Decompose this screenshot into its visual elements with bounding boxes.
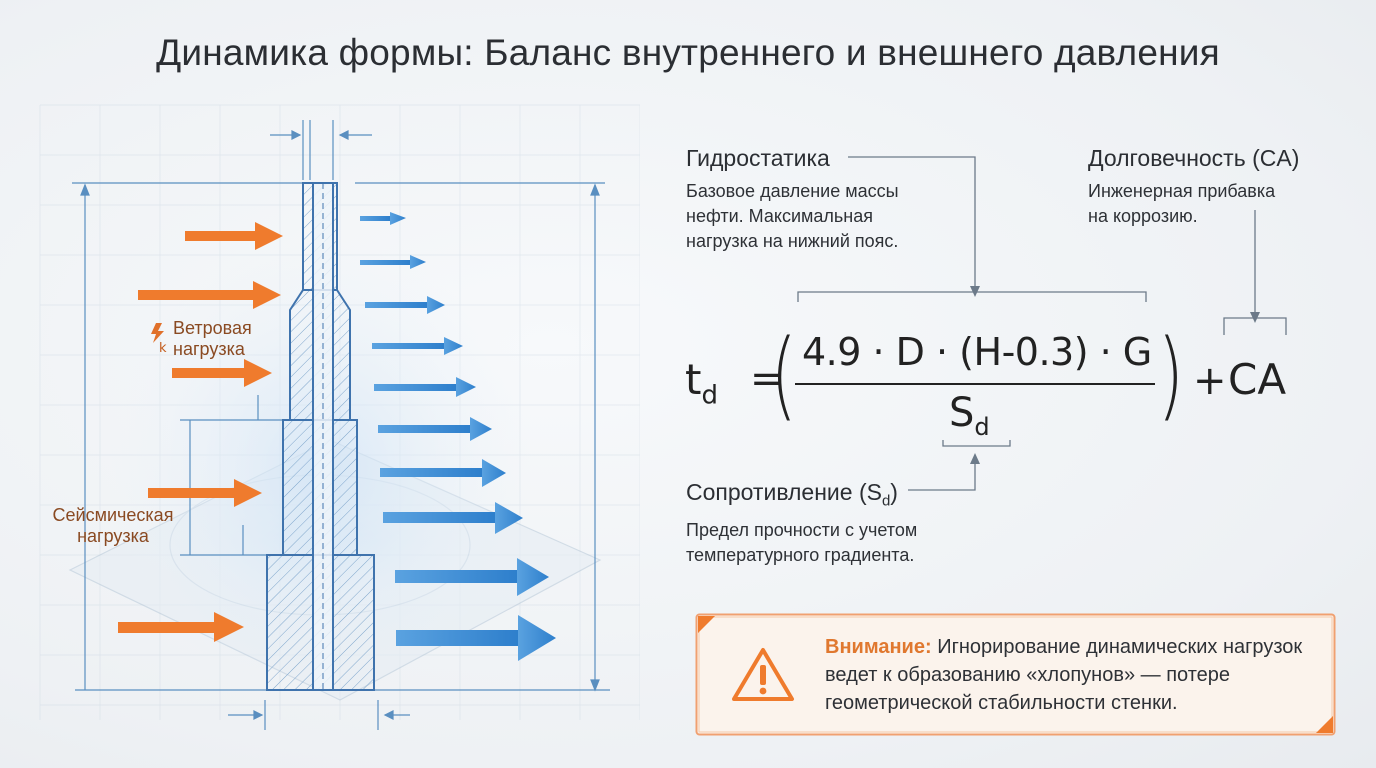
formula-lhs: td (685, 355, 718, 411)
durability-title: Долговечность (CA) (1088, 145, 1300, 171)
warning-box: Внимание: Игнорирование динамических наг… (695, 613, 1336, 736)
resistance-title: Сопротивление (Sd) (686, 479, 898, 510)
resistance-text: Предел прочности с учетом температурного… (686, 519, 918, 565)
formula-equals: = (750, 356, 784, 402)
formula-close-paren: ) (1157, 319, 1184, 431)
wind-load-label: Ветровая нагрузка (173, 318, 252, 359)
pressure-arrow (396, 615, 556, 661)
seismic-arrow (148, 479, 262, 507)
formula-ca: CA (1228, 355, 1287, 404)
dimension-lines (72, 120, 610, 730)
pressure-arrow (365, 296, 445, 314)
pressure-arrow (395, 558, 549, 596)
lightning-icon (151, 323, 164, 343)
formula-open-paren: ( (770, 319, 797, 431)
tank-wall-diagram: k (39, 104, 640, 730)
hydrostatic-annotation: Гидростатика Базовое давление массы нефт… (686, 145, 936, 254)
wind-arrow (138, 281, 281, 309)
pressure-arrow (374, 377, 476, 397)
fraction-bar (795, 383, 1155, 385)
wind-arrow (172, 359, 272, 387)
hydrostatic-title: Гидростатика (686, 145, 830, 171)
formula-plus: + (1193, 358, 1227, 404)
seismic-load-label: Сейсмическая нагрузка (52, 505, 174, 546)
seismic-arrow (118, 612, 244, 642)
durability-annotation: Долговечность (CA) Инженерная прибавка н… (1088, 145, 1328, 229)
page-title: Динамика формы: Баланс внутреннего и вне… (156, 32, 1220, 73)
pressure-arrow (378, 417, 492, 441)
warning-label: Внимание: (825, 636, 932, 658)
internal-pressure-arrows (360, 212, 556, 661)
stepped-tank-wall (266, 182, 375, 691)
pressure-arrow (360, 255, 426, 269)
formula-numerator: 4.9 · D · (H-0.3) · G (802, 330, 1152, 374)
warning-frame (695, 613, 1336, 736)
warning-triangle-icon (732, 648, 794, 701)
hydrostatic-text: Базовое давление массы нефти. Максимальн… (686, 181, 899, 251)
wind-symbol-sub: k (159, 341, 167, 356)
pressure-arrow (372, 337, 463, 355)
warning-text: Внимание: Игнорирование динамических наг… (825, 633, 1325, 717)
durability-text: Инженерная прибавка на коррозию. (1088, 181, 1276, 226)
pressure-arrow (383, 502, 523, 534)
external-load-arrows (118, 222, 283, 642)
pressure-arrow (360, 212, 406, 225)
pressure-arrow (380, 459, 506, 487)
formula-denominator: Sd (949, 390, 990, 441)
resistance-annotation: Сопротивление (Sd) Предел прочности с уч… (686, 479, 966, 568)
warning-message: Игнорирование динамических нагрузок веде… (825, 636, 1303, 714)
wind-arrow (185, 222, 283, 250)
